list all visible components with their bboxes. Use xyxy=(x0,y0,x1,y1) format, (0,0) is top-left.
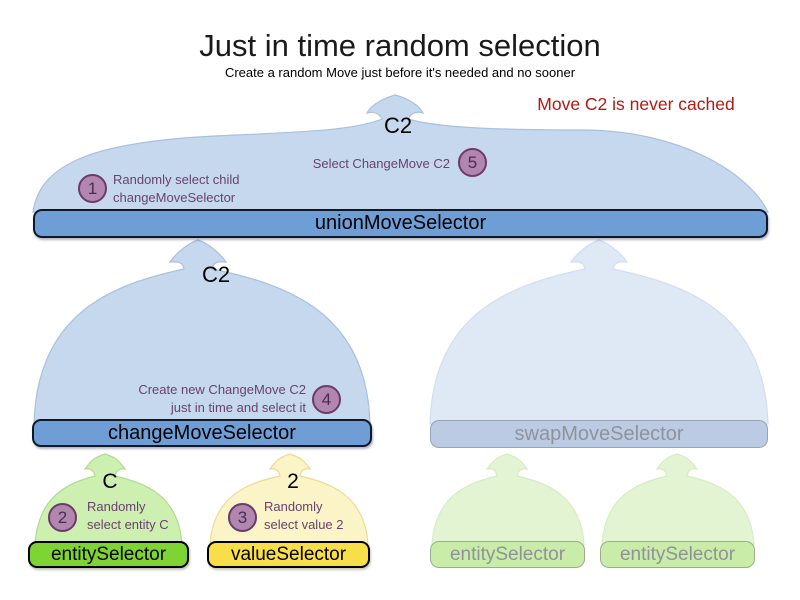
swap-mound-shape xyxy=(429,239,769,425)
step-2-text: Randomly select entity C xyxy=(87,498,169,534)
move-label-c: C xyxy=(102,470,118,493)
step-1-circle: 1 xyxy=(78,174,107,203)
change-mound-shape xyxy=(33,239,371,425)
step-3-line-2: select value 2 xyxy=(264,517,344,532)
step-4-circle: 4 xyxy=(312,385,341,414)
move-label-c2-middle: C2 xyxy=(201,262,231,287)
never-cached-note: Move C2 is never cached xyxy=(537,94,735,114)
step-2-line-1: Randomly xyxy=(87,499,146,514)
step-4-line-1: Create new ChangeMove C2 xyxy=(138,382,306,397)
value-selector-bar: valueSelector xyxy=(207,541,370,568)
move-label-c2-top: C2 xyxy=(383,113,413,138)
step-4-line-2: just in time and select it xyxy=(170,400,306,415)
swap-move-selector-bar: swapMoveSelector xyxy=(430,420,768,448)
step-1-line-2: changeMoveSelector xyxy=(113,190,236,205)
step-3-text: Randomly select value 2 xyxy=(264,498,344,534)
step-1-text: Randomly select child changeMoveSelector xyxy=(113,171,239,207)
step-1-line-1: Randomly select child xyxy=(113,172,240,187)
entity-selector-bar: entitySelector xyxy=(28,541,189,568)
entity-faded-1-mound-shape xyxy=(431,453,585,546)
union-move-selector-bar: unionMoveSelector xyxy=(33,209,768,238)
entity-selector-faded-1-bar: entitySelector xyxy=(430,541,585,568)
union-mound-shape xyxy=(32,94,769,213)
page-title: Just in time random selection xyxy=(199,28,601,63)
move-label-2: 2 xyxy=(287,470,299,493)
entity-selector-faded-2-bar: entitySelector xyxy=(600,541,755,568)
step-3-circle: 3 xyxy=(228,503,257,532)
step-5-circle: 5 xyxy=(458,148,487,177)
step-3-line-1: Randomly xyxy=(264,499,323,514)
change-move-selector-bar: changeMoveSelector xyxy=(32,419,372,447)
page-subtitle: Create a random Move just before it's ne… xyxy=(224,65,576,80)
step-5-line-1: Select ChangeMove C2 xyxy=(312,156,450,171)
entity-faded-2-mound-shape xyxy=(601,453,755,546)
step-2-circle: 2 xyxy=(48,503,77,532)
step-2-line-2: select entity C xyxy=(87,517,169,532)
step-5-text: Select ChangeMove C2 xyxy=(290,155,450,173)
step-4-text: Create new ChangeMove C2 just in time an… xyxy=(98,381,306,417)
